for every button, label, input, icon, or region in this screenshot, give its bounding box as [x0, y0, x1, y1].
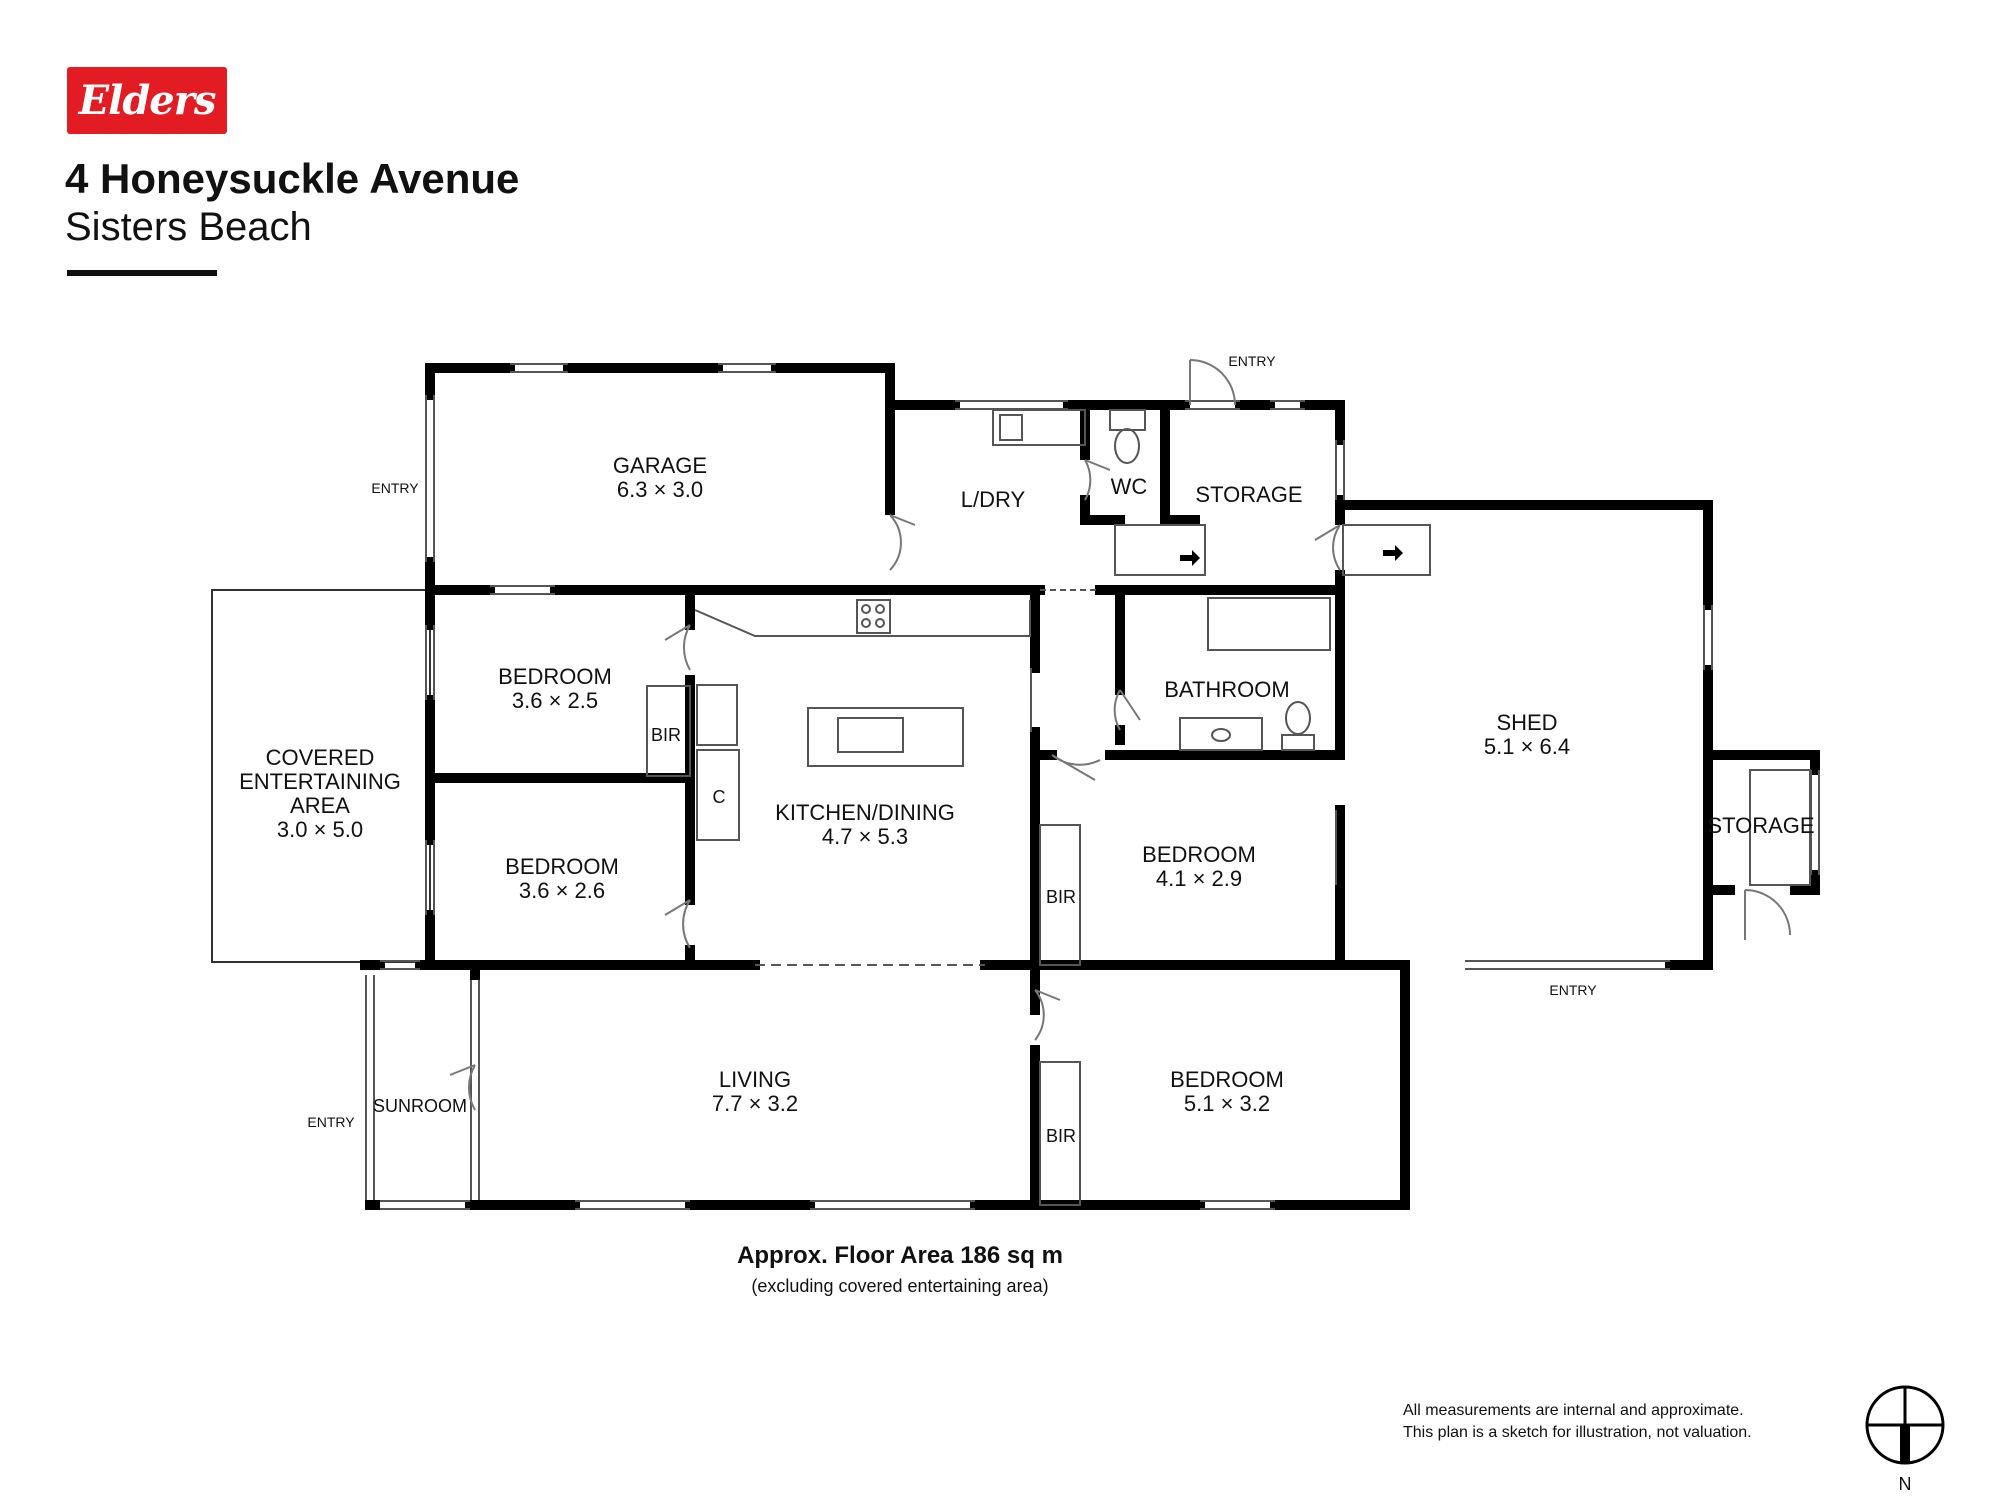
laundry-sink: [999, 414, 1023, 441]
disclaimer-line2: This plan is a sketch for illustration, …: [1403, 1424, 1752, 1441]
sunroom-name: SUNROOM: [373, 1096, 467, 1116]
fixtures: [646, 409, 1811, 1206]
floor-area-note: (excluding covered entertaining area): [751, 1276, 1049, 1296]
doors: [449, 359, 1791, 1111]
walls: [360, 363, 1820, 1210]
covered-size: 3.0 × 5.0: [277, 817, 363, 842]
vanity: [1179, 717, 1263, 751]
covered-line2: ENTERTAINING: [239, 769, 401, 794]
entry-label-sunroom: ENTRY: [307, 1114, 355, 1130]
bedroom4-name: BEDROOM: [1170, 1067, 1284, 1092]
kitchen-bench: [694, 600, 1031, 637]
compass-north-label: N: [1899, 1474, 1912, 1494]
laundry-tub: [992, 409, 1086, 446]
bedroom2-size: 3.6 × 2.6: [519, 878, 605, 903]
garage-size: 6.3 × 3.0: [617, 477, 703, 502]
entry-label-shed: ENTRY: [1549, 982, 1597, 998]
entry-label-garage: ENTRY: [371, 480, 419, 496]
bedroom3-size: 4.1 × 2.9: [1156, 866, 1242, 891]
stairs-2: [1342, 524, 1431, 576]
title-underline: [67, 270, 217, 276]
wc-cistern: [1109, 409, 1146, 431]
bedroom4-size: 5.1 × 3.2: [1184, 1091, 1270, 1116]
bathroom-name: BATHROOM: [1164, 677, 1289, 702]
shed-size: 5.1 × 6.4: [1484, 734, 1570, 759]
disclaimer-line1: All measurements are internal and approx…: [1403, 1402, 1744, 1419]
bir-label-4: BIR: [1046, 1126, 1076, 1146]
property-address: 4 Honeysuckle Avenue: [65, 155, 520, 202]
storage-right-name: STORAGE: [1707, 813, 1814, 838]
logo-text: Elders: [78, 77, 217, 124]
storage-top-name: STORAGE: [1195, 482, 1302, 507]
bathroom-toilet: [1285, 701, 1311, 735]
north-compass: N: [1865, 1385, 1945, 1494]
ldry-name: L/DRY: [961, 487, 1026, 512]
island-sink: [837, 717, 904, 753]
kitchen-name: KITCHEN/DINING: [775, 800, 955, 825]
bathtub: [1207, 597, 1331, 651]
covered-line3: AREA: [290, 793, 350, 818]
burner: [861, 604, 871, 614]
bathroom-toilet-cistern: [1281, 734, 1315, 751]
bedroom1-name: BEDROOM: [498, 664, 612, 689]
vanity-basin: [1211, 728, 1231, 742]
compass-south-pointer: [1900, 1425, 1910, 1463]
entry-label-top: ENTRY: [1228, 353, 1276, 369]
burner: [875, 604, 885, 614]
garage-name: GARAGE: [613, 453, 707, 478]
floor-area-main: Approx. Floor Area 186 sq m: [737, 1242, 1063, 1269]
bedroom2-name: BEDROOM: [505, 854, 619, 879]
shed-name: SHED: [1496, 710, 1557, 735]
property-suburb: Sisters Beach: [65, 205, 312, 249]
bedroom1-size: 3.6 × 2.5: [512, 688, 598, 713]
wc-name: WC: [1111, 474, 1148, 499]
cupboard: [696, 749, 740, 841]
cupboard-label: C: [713, 787, 726, 807]
bedroom3-name: BEDROOM: [1142, 842, 1256, 867]
covered-line1: COVERED: [266, 745, 375, 770]
storage-right-box: [1749, 769, 1811, 886]
stairs-1: [1114, 524, 1206, 576]
cooktop: [856, 599, 891, 634]
elders-logo: Elders: [67, 67, 227, 134]
bir-label-1: BIR: [651, 725, 681, 745]
wc-toilet: [1114, 428, 1140, 464]
windows: [365, 363, 1820, 1210]
bir-4: [1039, 1061, 1081, 1206]
fridge: [696, 684, 738, 746]
living-name: LIVING: [719, 1067, 791, 1092]
bir-label-3: BIR: [1046, 887, 1076, 907]
kitchen-island: [807, 707, 964, 767]
bir-1: [646, 685, 691, 777]
burner: [875, 618, 885, 628]
burner: [861, 618, 871, 628]
stair-arrows: [1180, 545, 1403, 566]
kitchen-size: 4.7 × 5.3: [822, 824, 908, 849]
bir-3: [1039, 824, 1081, 966]
disclaimer: All measurements are internal and approx…: [1403, 1400, 1752, 1444]
living-size: 7.7 × 3.2: [712, 1091, 798, 1116]
